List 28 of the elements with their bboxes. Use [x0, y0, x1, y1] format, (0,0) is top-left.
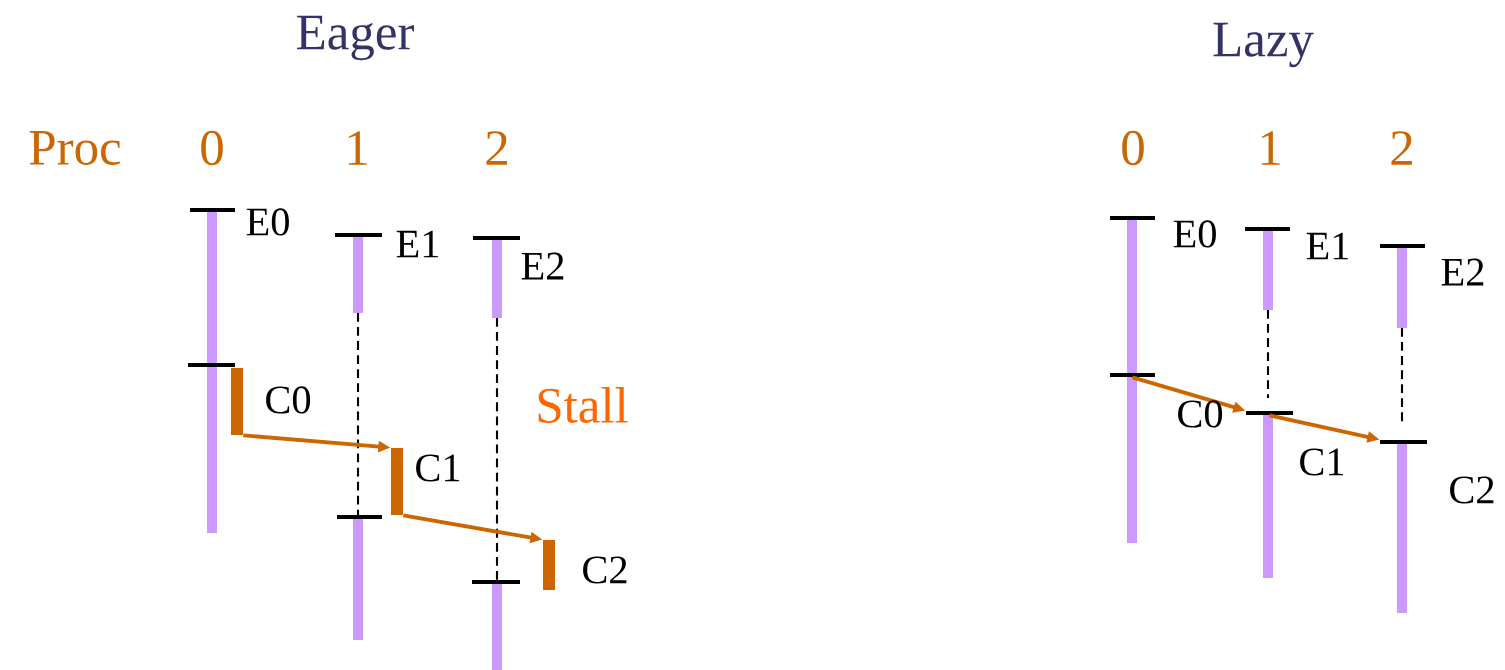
commit-bar [231, 368, 243, 435]
commit-bar [543, 540, 555, 590]
event-label: E2 [1441, 258, 1484, 286]
bar-label: C1 [1300, 448, 1344, 476]
processor-number: 2 [1391, 131, 1412, 165]
bar-label: C2 [583, 556, 627, 584]
bar-label: C0 [266, 386, 311, 414]
heading: Lazy [1213, 22, 1314, 68]
tick-mark [1380, 440, 1427, 444]
processor-number: 1 [1261, 131, 1280, 165]
processor-number: 0 [201, 130, 223, 166]
heading: Eager [297, 15, 414, 61]
commit-bar [391, 448, 403, 515]
processor-number: 2 [486, 131, 507, 165]
event-label: E0 [1173, 220, 1216, 248]
tick-mark [1246, 411, 1293, 415]
event-label: E1 [396, 230, 439, 258]
event-label: E1 [1306, 232, 1349, 260]
processor-number: 0 [1122, 130, 1144, 166]
event-label: E2 [521, 252, 564, 280]
processor-number: 1 [348, 131, 367, 165]
stall-label: Stall [538, 387, 628, 423]
bar-label: C2 [1450, 476, 1494, 504]
row-label: Proc [29, 131, 121, 165]
bar-label: C1 [416, 454, 460, 482]
bar-label: C0 [1178, 400, 1223, 428]
event-label: E0 [246, 208, 289, 236]
tick-mark [1110, 373, 1155, 377]
